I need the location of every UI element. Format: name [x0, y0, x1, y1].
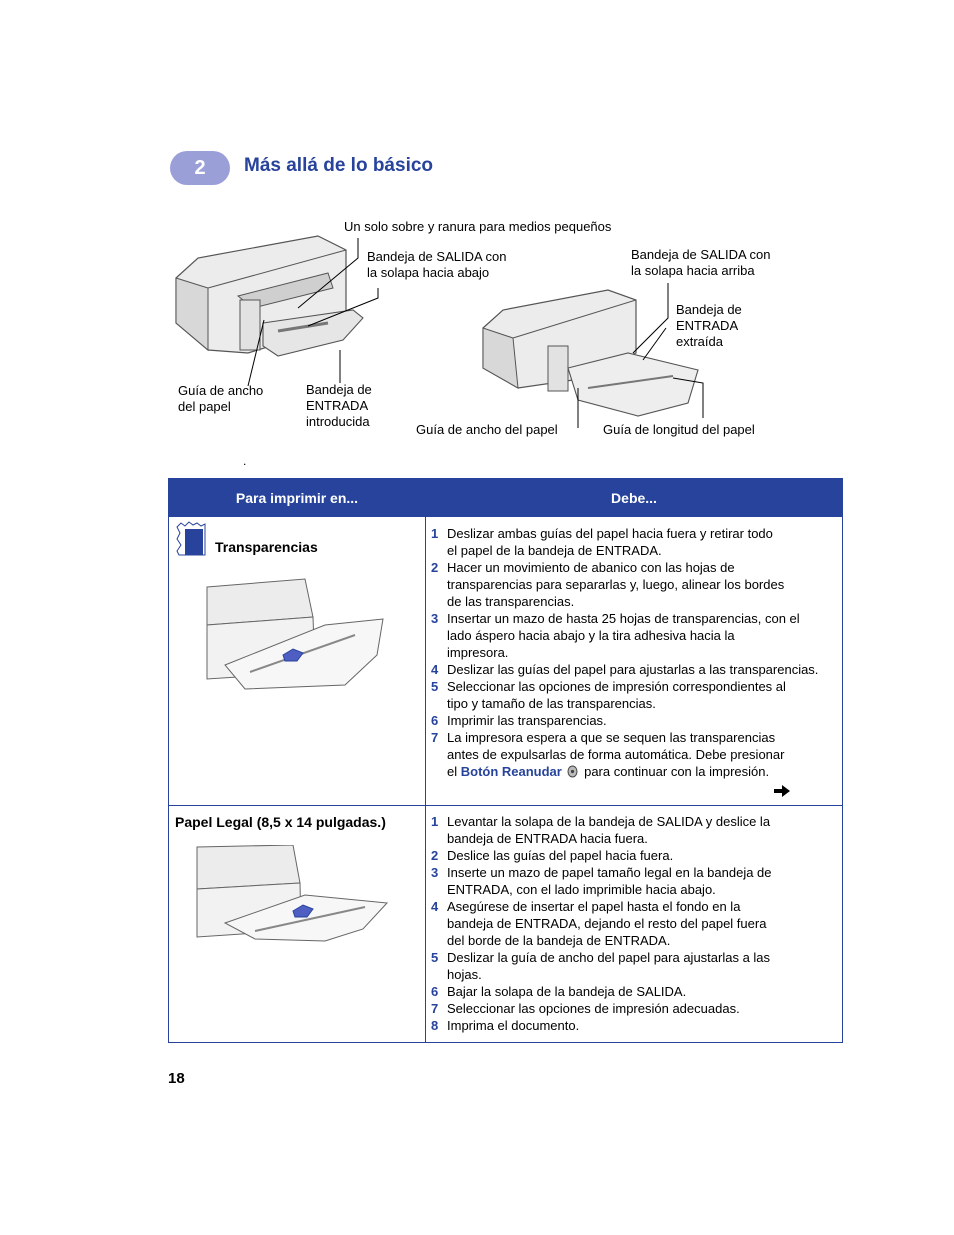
callout-line: Guía de ancho	[178, 383, 264, 398]
resume-button-label: Botón Reanudar	[460, 764, 562, 779]
legal-paper-loading-illustration	[196, 845, 389, 942]
callout-line: Bandeja de SALIDA con	[631, 247, 771, 262]
callout-envelope-slot: Un solo sobre y ranura para medios peque…	[344, 219, 612, 234]
callout-line: ENTRADA	[676, 318, 739, 333]
row-title-legal-paper: Papel Legal (8,5 x 14 pulgadas.)	[175, 814, 386, 830]
callout-line: Bandeja de	[676, 302, 742, 317]
resume-button-icon	[567, 765, 578, 778]
media-instructions-table: Para imprimir en... Debe... Transparenci…	[168, 478, 843, 1043]
callout-line: ENTRADA	[306, 398, 369, 413]
callout-line: Bandeja de SALIDA con	[367, 249, 507, 264]
column-divider	[425, 479, 426, 1042]
callout-line: extraída	[676, 334, 723, 349]
callout-in-tray-inserted: Bandeja de ENTRADA introducida	[306, 382, 372, 430]
column-header-steps: Debe...	[426, 479, 842, 517]
callout-line: la solapa hacia abajo	[367, 265, 490, 280]
column-header-media: Para imprimir en...	[169, 479, 425, 517]
row-divider	[169, 805, 842, 806]
callout-leader-lines	[247, 238, 704, 428]
callout-length-guide: Guía de longitud del papel	[603, 422, 755, 437]
callout-line: introducida	[306, 414, 370, 429]
chapter-number-badge: 2	[170, 151, 230, 185]
callout-out-tray-flap-down: Bandeja de SALIDA con la solapa hacia ab…	[367, 249, 507, 281]
callout-out-tray-flap-up: Bandeja de SALIDA con la solapa hacia ar…	[631, 247, 771, 279]
printer-illustration-right	[482, 289, 699, 417]
callout-line: del papel	[178, 399, 231, 414]
stray-mark: .	[243, 454, 247, 468]
continue-arrow-icon	[774, 785, 790, 797]
step-7-final-line: el Botón Reanudar para continuar con la …	[447, 764, 770, 779]
callout-line: la solapa hacia arriba	[631, 263, 755, 278]
chapter-title: Más allá de lo básico	[244, 155, 434, 176]
printer-illustration-left	[175, 235, 364, 357]
transparency-loading-illustration	[206, 578, 384, 690]
callout-in-tray-extracted: Bandeja de ENTRADA extraída	[676, 302, 742, 350]
printer-diagram	[175, 235, 704, 428]
transparency-media-icon	[176, 521, 206, 556]
row-title-transparencies: Transparencias	[215, 539, 318, 555]
callout-line: Bandeja de	[306, 382, 372, 397]
page-number: 18	[168, 1070, 185, 1087]
callout-width-guide-left: Guía de ancho del papel	[178, 383, 263, 415]
callout-width-guide-right: Guía de ancho del papel	[416, 422, 558, 437]
